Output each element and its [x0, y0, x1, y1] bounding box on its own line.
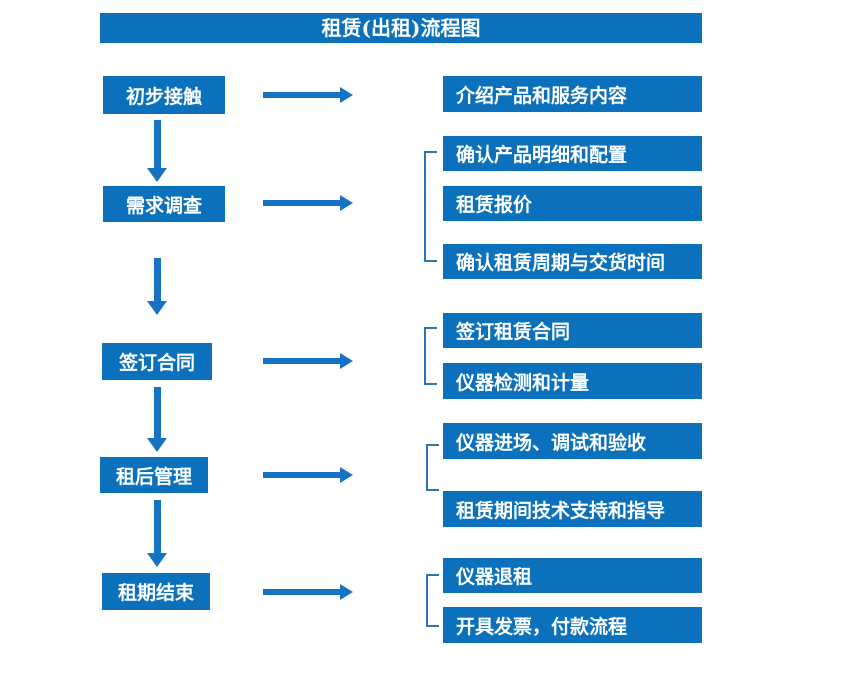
detail-box-confirm-rental-period-delivery: 确认租赁周期与交货时间	[443, 244, 702, 279]
down-arrow-icon	[147, 500, 167, 567]
arrow-shaft	[153, 387, 161, 438]
step-box-post-rental-management: 租后管理	[100, 457, 208, 493]
detail-box-confirm-product-details-config: 确认产品明细和配置	[443, 136, 702, 171]
group-bracket	[424, 327, 437, 385]
step-box-demand-survey: 需求调查	[103, 186, 225, 222]
right-arrow-icon	[263, 584, 353, 600]
detail-box-rental-quote: 租赁报价	[443, 186, 702, 221]
detail-box-instrument-entry-debug-acceptance: 仪器进场、调试和验收	[443, 423, 702, 459]
down-arrow-icon	[147, 258, 167, 315]
detail-box-invoice-payment-process: 开具发票，付款流程	[443, 607, 702, 643]
arrow-head	[340, 353, 353, 369]
arrow-shaft	[263, 92, 340, 98]
right-arrow-icon	[263, 195, 353, 211]
flowchart-title: 租赁(出租)流程图	[100, 13, 702, 43]
group-bracket	[426, 574, 439, 627]
group-bracket	[424, 151, 437, 262]
right-arrow-icon	[263, 87, 353, 103]
arrow-head	[147, 438, 167, 452]
step-box-sign-contract: 签订合同	[102, 343, 212, 380]
arrow-head	[340, 584, 353, 600]
arrow-head	[147, 168, 167, 182]
step-box-initial-contact: 初步接触	[103, 76, 225, 114]
detail-box-technical-support-guidance: 租赁期间技术支持和指导	[443, 491, 702, 527]
down-arrow-icon	[147, 120, 167, 182]
down-arrow-icon	[147, 387, 167, 452]
group-bracket	[426, 444, 439, 491]
arrow-head	[340, 195, 353, 211]
arrow-shaft	[263, 200, 340, 206]
arrow-shaft	[153, 258, 161, 301]
right-arrow-icon	[263, 353, 353, 369]
detail-box-instrument-return: 仪器退租	[443, 558, 702, 593]
detail-box-instrument-testing-metering: 仪器检测和计量	[443, 363, 702, 399]
arrow-shaft	[153, 500, 161, 553]
arrow-shaft	[263, 589, 340, 595]
arrow-shaft	[263, 472, 340, 478]
right-arrow-icon	[263, 467, 353, 483]
arrow-head	[147, 553, 167, 567]
arrow-head	[147, 301, 167, 315]
detail-box-introduce-products-services: 介绍产品和服务内容	[443, 76, 702, 112]
detail-box-sign-rental-contract: 签订租赁合同	[443, 313, 702, 348]
arrow-shaft	[153, 120, 161, 168]
arrow-shaft	[263, 358, 340, 364]
arrow-head	[340, 87, 353, 103]
step-box-rental-end: 租期结束	[102, 573, 210, 610]
arrow-head	[340, 467, 353, 483]
